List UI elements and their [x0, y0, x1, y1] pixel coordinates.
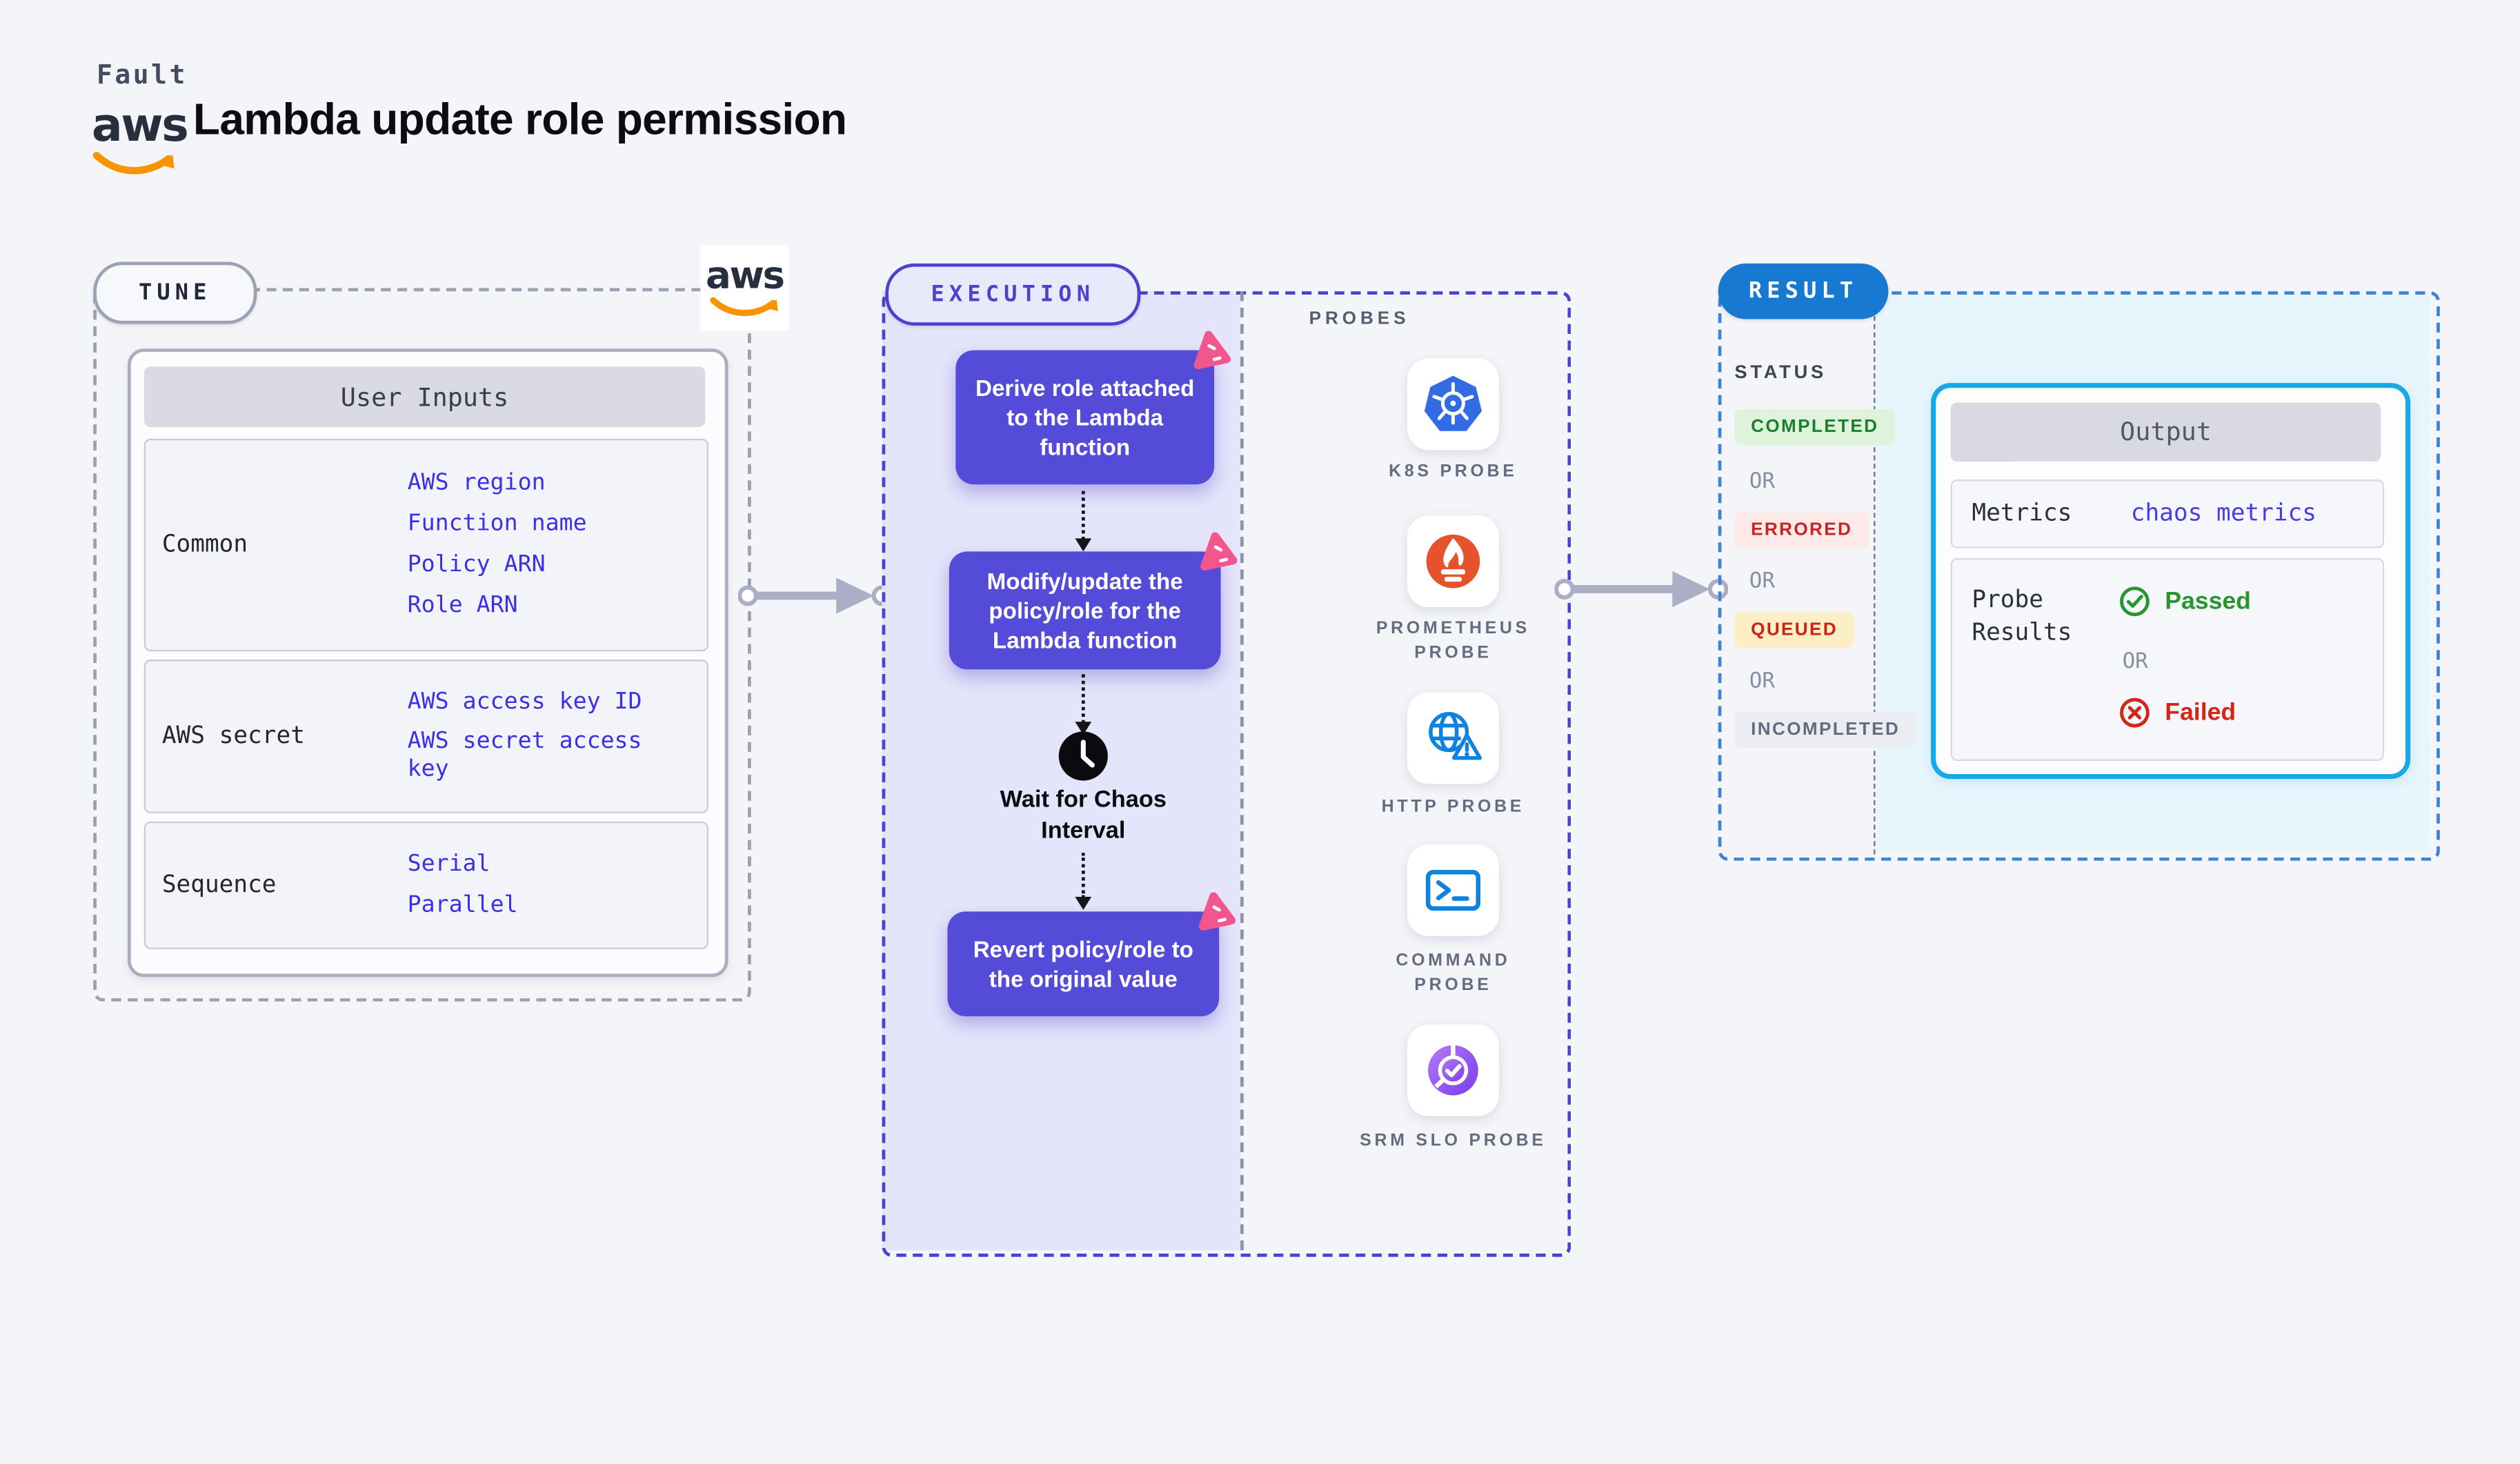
connector-line — [1081, 491, 1085, 540]
probe-card-command — [1407, 844, 1499, 936]
status-badge-errored: ERRORED — [1734, 512, 1869, 548]
input-value: AWS secret access key — [407, 727, 642, 782]
row-values: Serial Parallel — [408, 823, 707, 947]
input-value: Function name — [407, 510, 587, 537]
user-inputs-header: User Inputs — [143, 366, 706, 428]
metrics-row: Metrics chaos metrics — [1950, 479, 2385, 548]
connector-arrowhead — [1075, 896, 1092, 910]
status-badge-queued: QUEUED — [1734, 612, 1854, 649]
page-title: Lambda update role permission — [192, 95, 847, 144]
chaos-icon — [1193, 330, 1231, 370]
aws-smile-icon — [710, 296, 778, 315]
wait-for-chaos-label: Wait for Chaos Interval — [1000, 787, 1167, 844]
or-label: OR — [1749, 669, 1775, 694]
input-value: Serial — [407, 851, 490, 878]
or-label: OR — [1749, 569, 1775, 595]
probe-card-srm-slo — [1407, 1024, 1499, 1116]
input-value: Role ARN — [407, 592, 518, 619]
passed-result: Passed — [2119, 586, 2251, 617]
user-inputs-row-aws-secret: AWS secret AWS access key ID AWS secret … — [143, 659, 709, 813]
connector-arrowhead — [1075, 538, 1092, 552]
step-label: Derive role attached to the Lambda funct… — [975, 374, 1195, 460]
connector-arrowhead — [1075, 722, 1092, 735]
probe-label-prometheus: PROMETHEUS PROBE — [1376, 618, 1531, 664]
flow-arrow-execution-to-result — [1554, 571, 1728, 608]
passed-label: Passed — [2165, 587, 2251, 615]
chaos-icon — [1198, 892, 1236, 931]
aws-logo-small: aws — [700, 245, 789, 331]
kubernetes-icon — [1424, 375, 1482, 431]
failed-label: Failed — [2165, 698, 2236, 727]
probes-divider — [1240, 291, 1244, 1251]
check-circle-icon — [2119, 586, 2150, 617]
metrics-label: Metrics — [1972, 500, 2072, 527]
probe-label-http: HTTP PROBE — [1381, 797, 1525, 817]
row-label: AWS secret — [161, 723, 305, 750]
aws-logo-text: aws — [91, 98, 189, 152]
metrics-value: chaos metrics — [2130, 500, 2316, 527]
output-header: Output — [1950, 402, 2381, 462]
or-label: OR — [2122, 649, 2148, 675]
execution-step-derive-role: Derive role attached to the Lambda funct… — [955, 330, 1231, 485]
terminal-icon — [1425, 869, 1480, 911]
probe-label-k8s: K8S PROBE — [1389, 461, 1518, 482]
prometheus-icon — [1426, 534, 1480, 588]
tune-section — [93, 288, 751, 1002]
execution-step-revert-policy: Revert policy/role to the original value — [947, 892, 1236, 1017]
result-divider — [1874, 291, 1876, 855]
probe-card-http — [1407, 692, 1499, 784]
execution-step-modify-policy: Modify/update the policy/role for the La… — [949, 532, 1238, 670]
step-label: Revert policy/role to the original value — [973, 936, 1193, 992]
user-inputs-row-common: Common AWS region Function name Policy A… — [143, 438, 709, 652]
status-badge-incompleted: INCOMPLETED — [1734, 711, 1916, 749]
aws-logo-text-small: aws — [706, 254, 785, 297]
chaos-icon — [1200, 532, 1238, 571]
connector-line — [1081, 852, 1085, 899]
result-badge: RESULT — [1718, 263, 1889, 319]
input-value: Parallel — [407, 891, 518, 918]
probes-title: PROBES — [1309, 309, 1410, 329]
step-label: Modify/update the policy/role for the La… — [986, 567, 1183, 653]
row-label: Common — [161, 531, 248, 558]
aws-smile-icon — [92, 152, 175, 175]
probe-label-command: COMMAND PROBE — [1396, 951, 1511, 996]
execution-badge: EXECUTION — [885, 263, 1141, 326]
connector-line — [1081, 674, 1085, 724]
row-values: AWS access key ID AWS secret access key — [408, 661, 707, 811]
aws-logo: aws — [91, 98, 189, 184]
flow-arrow-tune-to-execution — [737, 577, 892, 614]
status-title: STATUS — [1734, 363, 1827, 384]
user-inputs-row-sequence: Sequence Serial Parallel — [143, 821, 709, 949]
slo-pie-check-icon — [1428, 1045, 1478, 1096]
x-circle-icon — [2119, 698, 2150, 728]
row-values: AWS region Function name Policy ARN Role… — [408, 440, 707, 650]
http-globe-warning-icon — [1429, 712, 1482, 760]
input-value: Policy ARN — [407, 551, 546, 577]
input-value: AWS region — [407, 468, 546, 495]
probe-card-prometheus — [1407, 515, 1499, 608]
fault-eyebrow: Fault — [96, 59, 188, 90]
status-badge-completed: COMPLETED — [1734, 409, 1896, 446]
result-section — [1718, 291, 2440, 861]
clock-icon — [1058, 731, 1108, 781]
probe-results-row: Probe Results Passed OR Failed — [1950, 557, 2385, 762]
or-label: OR — [1749, 469, 1775, 495]
tune-badge: TUNE — [93, 261, 257, 324]
row-label: Sequence — [161, 872, 277, 899]
probe-results-label: Probe Results — [1972, 587, 2072, 646]
probe-label-srm-slo: SRM SLO PROBE — [1360, 1131, 1547, 1151]
failed-result: Failed — [2119, 698, 2236, 729]
input-value: AWS access key ID — [407, 688, 642, 715]
probe-card-k8s — [1407, 358, 1499, 451]
execution-section — [882, 291, 1571, 1257]
